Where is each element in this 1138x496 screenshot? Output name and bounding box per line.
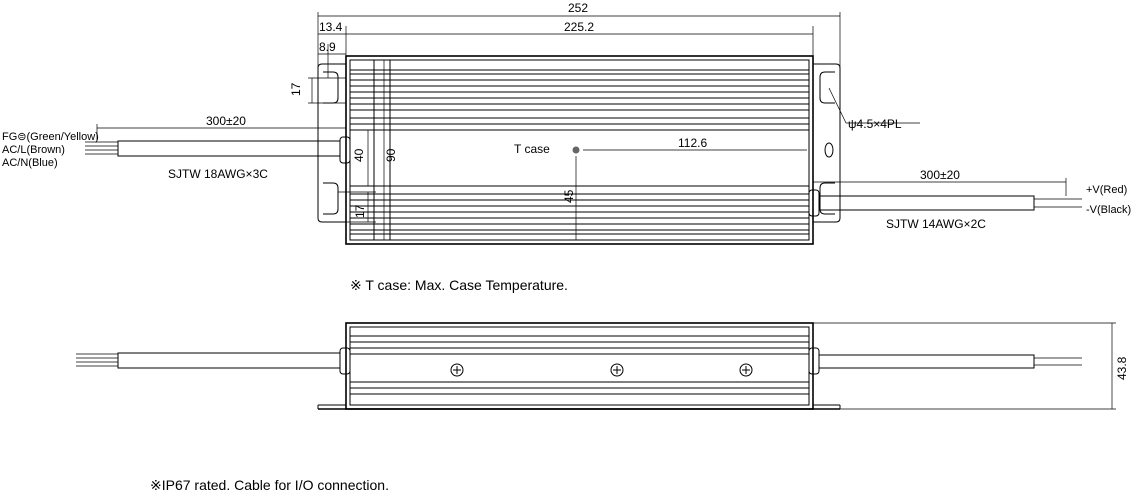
screws [450, 363, 753, 377]
input-cable: 300±20 SJTW 18AWG×3C FG⊜(Green/Yellow) A… [2, 114, 351, 181]
dim-tcase-x-label: 112.6 [678, 136, 707, 150]
tcase-label: T case [514, 142, 550, 156]
dim-hole-from-bottom: 17 [338, 191, 376, 223]
dim-hole-offset-label: 8.9 [319, 40, 336, 54]
wire-n-label: AC/N(Blue) [2, 157, 58, 169]
side-input-cable [76, 347, 351, 375]
mounting-flange-left [317, 63, 346, 223]
side-output-cable [808, 347, 1082, 375]
wire-pos-label: +V(Red) [1086, 184, 1127, 196]
dim-hole-from-bottom-label: 17 [353, 204, 367, 218]
dim-height-label: 90 [384, 148, 398, 162]
output-cable-spec: SJTW 14AWG×2C [886, 217, 986, 231]
screw-icon [610, 363, 624, 377]
mounting-hole-callout: ψ4.5×4PL [828, 87, 920, 131]
wire-neg-label: -V(Black) [1086, 204, 1131, 216]
ip-note: ※IP67 rated. Cable for I/O connection. [150, 477, 389, 493]
dim-flange-offset-label: 13.4 [319, 20, 343, 34]
housing-body-side [345, 322, 814, 410]
top-view: 252 225.2 13.4 8.9 [2, 1, 1131, 245]
dim-side-height: 43.8 [813, 322, 1129, 410]
dim-hole-from-top-label: 17 [289, 82, 303, 96]
mounting-flange-right [813, 63, 841, 223]
dim-hole-from-top: 17 [289, 77, 346, 104]
input-cable-length: 300±20 [206, 114, 246, 128]
dim-total-length-label: 252 [568, 1, 588, 15]
mounting-hole-spec: ψ4.5×4PL [848, 117, 902, 131]
dim-body-length: 225.2 [345, 20, 814, 60]
dim-flange-offset: 13.4 8.9 [318, 20, 346, 78]
dim-total-length: 252 [317, 1, 841, 68]
housing-body-top [345, 55, 814, 245]
screw-icon [450, 363, 464, 377]
dim-tcase-y-label: 45 [562, 189, 576, 203]
dim-side-height-label: 43.8 [1115, 356, 1129, 380]
tcase-point: T case 112.6 45 [514, 136, 807, 240]
tcase-marker [572, 146, 580, 154]
dim-height-top: 40 90 [352, 60, 398, 240]
tcase-note: ※ T case: Max. Case Temperature. [350, 277, 568, 293]
grommet-hole [824, 142, 834, 158]
wire-l-label: AC/L(Brown) [2, 144, 65, 156]
dim-body-length-label: 225.2 [564, 20, 594, 34]
wire-fg-label: FG⊜(Green/Yellow) [2, 131, 99, 143]
output-cable-length: 300±20 [920, 168, 960, 182]
side-flange [317, 404, 841, 410]
screw-icon [739, 363, 753, 377]
dim-inner-height-label: 40 [352, 148, 366, 162]
input-cable-spec: SJTW 18AWG×3C [168, 167, 268, 181]
side-view: 43.8 [76, 322, 1129, 410]
output-cable: 300±20 SJTW 14AWG×2C +V(Red) -V(Black) [808, 168, 1131, 231]
